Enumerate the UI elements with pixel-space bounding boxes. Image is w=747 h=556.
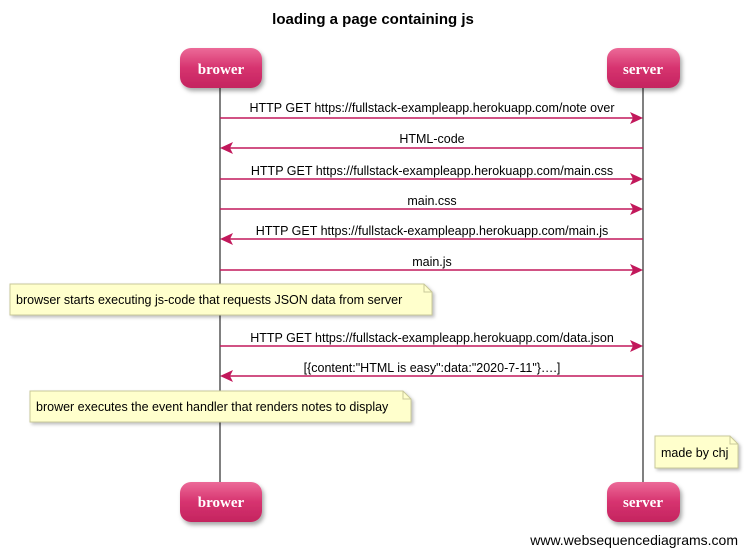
diagram-title: loading a page containing js [272, 11, 474, 28]
message-7: HTTP GET https://fullstack-exampleapp.he… [220, 331, 643, 352]
svg-text:brower executes the event hand: brower executes the event handler that r… [36, 400, 389, 414]
svg-text:main.js: main.js [412, 255, 452, 269]
actor-brower-bottom: brower [180, 482, 262, 522]
actor-server-top: server [607, 48, 680, 88]
actor-server-bottom: server [607, 482, 680, 522]
message-4: main.css [220, 194, 643, 215]
svg-text:HTTP GET https://fullstack-exa: HTTP GET https://fullstack-exampleapp.he… [256, 224, 608, 238]
svg-text:[{content:"HTML is easy":data:: [{content:"HTML is easy":data:"2020-7-11… [304, 361, 561, 375]
note-event-handler: brower executes the event handler that r… [29, 390, 412, 423]
svg-text:HTML-code: HTML-code [399, 132, 464, 146]
svg-text:HTTP GET https://fullstack-exa: HTTP GET https://fullstack-exampleapp.he… [251, 164, 613, 178]
message-5: HTTP GET https://fullstack-exampleapp.he… [220, 224, 643, 245]
svg-text:HTTP GET https://fullstack-exa: HTTP GET https://fullstack-exampleapp.he… [250, 101, 615, 115]
message-8: [{content:"HTML is easy":data:"2020-7-11… [220, 361, 643, 382]
svg-text:HTTP GET https://fullstack-exa: HTTP GET https://fullstack-exampleapp.he… [250, 331, 614, 345]
note-js-execution: browser starts executing js-code that re… [9, 283, 433, 316]
actor-brower-top: brower [180, 48, 262, 88]
message-3: HTTP GET https://fullstack-exampleapp.he… [220, 164, 643, 185]
message-6: main.js [220, 255, 643, 276]
note-author: made by chj [654, 435, 739, 469]
svg-text:made by chj: made by chj [661, 446, 728, 460]
svg-text:brower: brower [198, 495, 245, 511]
svg-text:brower: brower [198, 62, 245, 78]
svg-text:server: server [623, 495, 663, 511]
message-2: HTML-code [220, 132, 643, 154]
message-1: HTTP GET https://fullstack-exampleapp.he… [220, 101, 643, 124]
svg-text:server: server [623, 62, 663, 78]
svg-text:browser starts executing js-co: browser starts executing js-code that re… [16, 293, 402, 307]
footer-watermark: www.websequencediagrams.com [529, 532, 738, 548]
svg-text:main.css: main.css [407, 194, 456, 208]
